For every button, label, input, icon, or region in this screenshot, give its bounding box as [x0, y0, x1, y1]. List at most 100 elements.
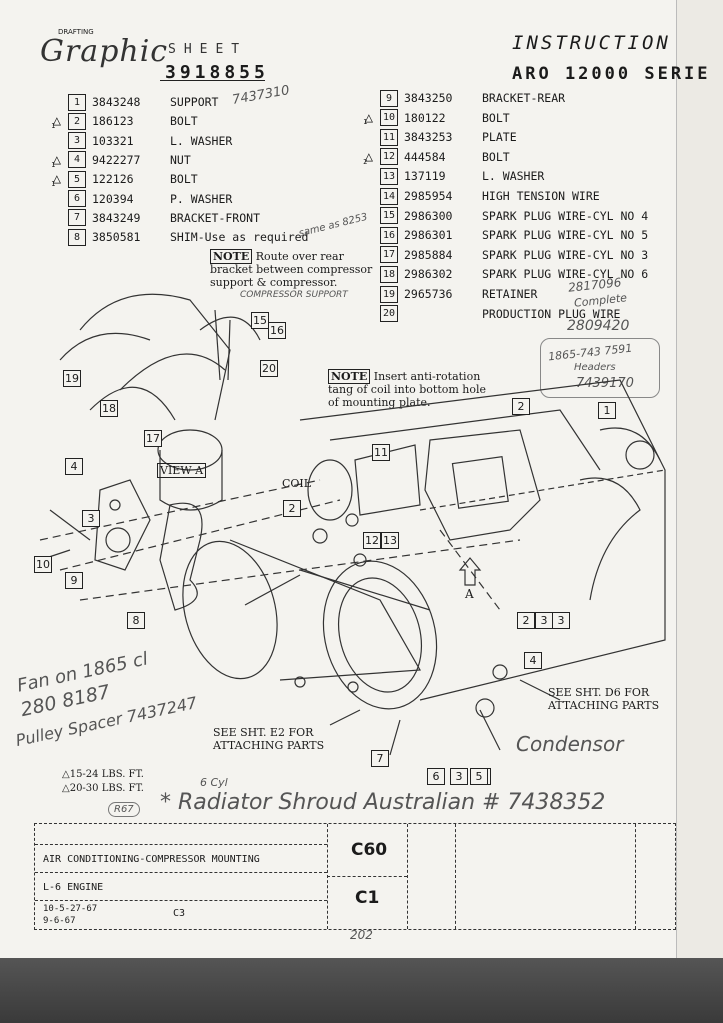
part-number: 186123	[92, 114, 134, 129]
part-number: 3843249	[92, 210, 141, 225]
hw-page-number: 202	[350, 928, 373, 942]
exploded-view-drawing	[39, 293, 666, 756]
title-block-rev: C3	[173, 908, 186, 919]
part-number: 137119	[404, 169, 446, 184]
hw-compressor-support: COMPRESSOR SUPPORT	[240, 290, 348, 300]
hw-2809420: 2809420	[567, 318, 630, 334]
part-number: 2965736	[404, 287, 453, 301]
item-number: 18	[380, 265, 398, 283]
callout-box: 3	[82, 510, 100, 527]
torque-value-1: 15-24 LBS. FT.	[69, 769, 144, 780]
torque-flag-icon	[50, 210, 68, 226]
view-a-label: VIEW A	[157, 463, 207, 478]
torque-triangle-1: △	[62, 769, 70, 780]
drafting-logo-small: DRAFTING	[58, 28, 94, 36]
callout-box: 7	[371, 750, 389, 767]
part-number: 2986301	[404, 228, 453, 243]
callout-box: 4	[524, 652, 542, 669]
part-description: NUT	[170, 152, 191, 167]
part-number: 180122	[404, 110, 446, 125]
coil-label: COIL	[282, 477, 312, 490]
part-description: BOLT	[170, 172, 198, 187]
hw-condensor: Condensor	[516, 732, 624, 756]
part-number: 9422277	[92, 152, 141, 167]
torque-flag-icon	[50, 191, 68, 207]
callout-box: 13	[381, 532, 399, 549]
item-number: 11	[380, 128, 398, 146]
part-description: BRACKET-FRONT	[170, 210, 261, 225]
item-number: 3	[68, 132, 86, 150]
torque-flag-icon: △1	[51, 171, 62, 188]
hw-radiator-shroud: * Radiator Shroud Australian # 7438352	[160, 790, 606, 815]
title-block: AIR CONDITIONING-COMPRESSOR MOUNTING L-6…	[34, 823, 676, 930]
title-block-date-1: 10-5-27-67	[43, 904, 98, 914]
callout-box: 2	[283, 500, 301, 517]
callout-box: 11	[372, 444, 390, 461]
callout-box: 3	[450, 768, 468, 785]
torque-flag-icon	[50, 133, 68, 149]
part-number: 2986300	[404, 208, 453, 223]
hw-6-cyl: 6 Cyl	[200, 776, 228, 789]
header-rule	[160, 80, 265, 81]
part-description: SPARK PLUG WIRE-CYL NO 6	[482, 267, 649, 282]
item-number: 5	[68, 170, 86, 188]
torque-flag-icon: △1	[51, 113, 62, 131]
torque-flag-icon	[362, 188, 380, 204]
part-description: L. WASHER	[170, 133, 233, 148]
note-route-over: NOTE Route over rear bracket between com…	[210, 249, 380, 289]
drawing-number: 3918855	[165, 62, 269, 83]
callout-box: 19	[63, 370, 81, 387]
torque-triangle-2: △	[62, 783, 70, 794]
part-number: 3843253	[404, 130, 453, 145]
torque-flag-icon	[362, 129, 380, 145]
item-number: 12	[380, 148, 398, 166]
part-number: 3850581	[92, 230, 141, 245]
item-number: 15	[380, 207, 398, 225]
part-number: 3843250	[404, 91, 453, 105]
callout-box: 15	[251, 312, 269, 329]
callout-box: 18	[100, 400, 118, 417]
callout-box: 6	[427, 768, 445, 785]
see-sheet-e2: SEE SHT. E2 FOR ATTACHING PARTS	[213, 726, 325, 752]
part-number: 2985954	[404, 189, 453, 203]
series-title: ARO 12000 SERIE	[512, 64, 711, 84]
hw-circle	[540, 338, 660, 398]
parts-row: 18 2986302 SPARK PLUG WIRE-CYL NO 6	[362, 265, 648, 283]
torque-value-2: 20-30 LBS. FT.	[69, 783, 144, 794]
title-block-title: AIR CONDITIONING-COMPRESSOR MOUNTING	[43, 854, 260, 865]
part-description: PLATE	[482, 130, 517, 145]
callout-box: 1	[598, 402, 616, 419]
item-number: 14	[380, 187, 398, 205]
sheet-code-c1: C1	[355, 888, 380, 908]
part-description: RETAINER	[482, 287, 538, 301]
torque-flag-icon	[362, 168, 380, 184]
part-description: SHIM-Use as required	[170, 230, 309, 245]
adjoining-sheet-edge	[676, 0, 723, 958]
part-description: PRODUCTION PLUG WIRE	[482, 306, 621, 321]
title-block-date-2: 9-6-67	[43, 916, 76, 926]
sheet-label: SHEET	[168, 42, 248, 57]
part-description: L. WASHER	[482, 169, 545, 184]
torque-note-2: △20-30 LBS. FT.	[62, 782, 144, 795]
item-number: 16	[380, 226, 398, 244]
callout-box: 2	[512, 398, 530, 415]
callout-box: 9	[65, 572, 83, 589]
part-number: 2986302	[404, 267, 453, 282]
item-number: 6	[68, 190, 86, 207]
note2-label: NOTE	[328, 369, 371, 384]
sheet-code-c60: C60	[351, 840, 388, 860]
